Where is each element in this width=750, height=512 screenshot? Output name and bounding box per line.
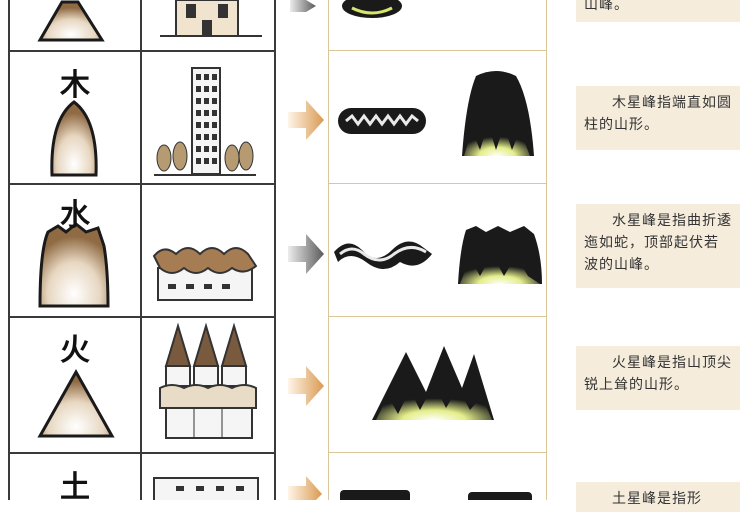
- mountain-topview-icon: [342, 0, 402, 18]
- arrow-right-icon: [288, 100, 324, 140]
- mountain-peak-icon: [462, 71, 534, 156]
- arrow-right-icon: [288, 476, 322, 500]
- building-icon: [159, 322, 257, 439]
- building-icon: [154, 67, 256, 176]
- element-label-water: 水: [60, 198, 90, 233]
- arrow-right-icon: [288, 366, 324, 406]
- arrow-right-icon: [288, 234, 324, 274]
- note-fire: 火星峰是指山顶尖锐上耸的山形。: [576, 346, 740, 410]
- grid-lines: [8, 0, 547, 500]
- mountain-peak-icon: [372, 346, 494, 420]
- building-icon: [160, 0, 262, 37]
- mountain-peak-icon: [38, 222, 110, 308]
- mountain-peak-icon: [50, 100, 98, 177]
- note-top: 山峰。: [576, 0, 740, 22]
- mountain-peak-icon: [458, 226, 542, 284]
- mountain-topview-icon: [334, 241, 432, 269]
- mountain-peak-icon: [37, 0, 105, 42]
- mountain-topview-icon: [340, 490, 532, 500]
- arrow-right-icon: [290, 0, 316, 12]
- element-label-wood: 木: [60, 68, 90, 103]
- note-water: 水星峰是指曲折逶迤如蛇，顶部起伏若波的山峰。: [576, 204, 740, 288]
- element-label-earth: 土: [60, 470, 90, 505]
- mountain-topview-icon: [338, 108, 426, 134]
- note-wood: 木星峰指端直如圆柱的山形。: [576, 86, 740, 150]
- mountain-peak-icon: [37, 368, 115, 438]
- building-icon: [153, 477, 259, 500]
- building-icon: [152, 247, 258, 301]
- element-label-fire: 火: [60, 333, 90, 368]
- note-earth: 土星峰是指形: [576, 482, 740, 512]
